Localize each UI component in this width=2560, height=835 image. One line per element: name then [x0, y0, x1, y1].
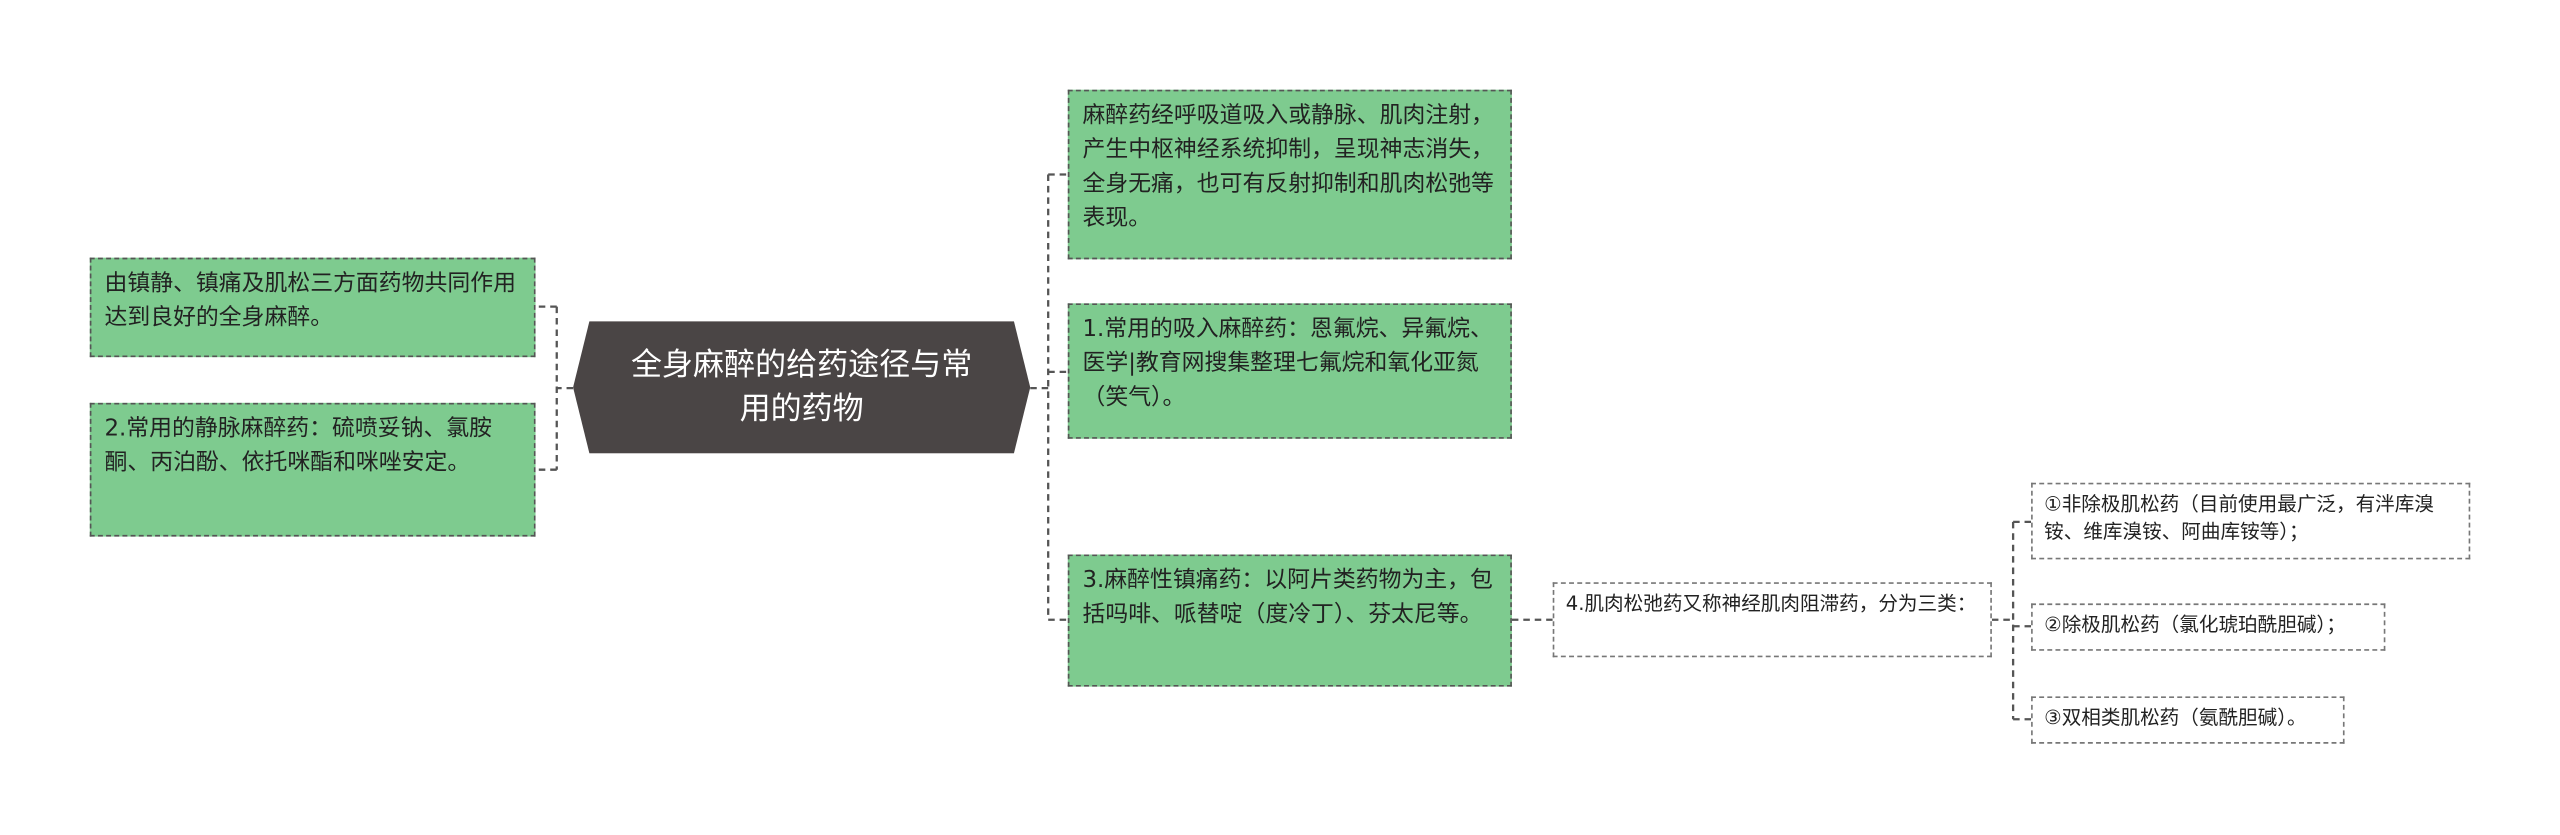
right-node-1-text: 麻醉药经呼吸道吸入或静脉、肌肉注射，产生中枢神经系统抑制，呈现神志消失，全身无痛…: [1082, 102, 1494, 232]
right-node-3[interactable]: 3.麻醉性镇痛药：以阿片类药物为主，包括吗啡、哌替啶（度冷丁）、芬太尼等。: [1067, 554, 1512, 687]
leaf-node-3[interactable]: ③双相类肌松药（氨酰胆碱）。: [2031, 696, 2345, 744]
left-node-2-text: 2.常用的静脉麻醉药：硫喷妥钠、氯胺酮、丙泊酚、依托咪酯和咪唑安定。: [104, 415, 493, 477]
right-node-1[interactable]: 麻醉药经呼吸道吸入或静脉、肌肉注射，产生中枢神经系统抑制，呈现神志消失，全身无痛…: [1067, 89, 1512, 260]
sub-node-text: 4.肌肉松弛药又称神经肌肉阻滞药，分为三类：: [1565, 592, 1977, 615]
left-node-2[interactable]: 2.常用的静脉麻醉药：硫喷妥钠、氯胺酮、丙泊酚、依托咪酯和咪唑安定。: [89, 402, 536, 537]
root-title: 全身麻醉的给药途径与常用的药物: [631, 346, 973, 427]
right-node-3-text: 3.麻醉性镇痛药：以阿片类药物为主，包括吗啡、哌替啶（度冷丁）、芬太尼等。: [1082, 567, 1493, 628]
leaf-node-2[interactable]: ②除极肌松药（氯化琥珀酰胆碱）；: [2031, 603, 2386, 651]
leaf-node-2-text: ②除极肌松药（氯化琥珀酰胆碱）；: [2044, 613, 2346, 637]
root-node[interactable]: 全身麻醉的给药途径与常用的药物: [573, 321, 1031, 454]
right-node-2[interactable]: 1.常用的吸入麻醉药：恩氟烷、异氟烷、医学|教育网搜集整理七氟烷和氧化亚氮（笑气…: [1067, 303, 1512, 439]
sub-node-muscle-relaxants[interactable]: 4.肌肉松弛药又称神经肌肉阻滞药，分为三类：: [1552, 582, 1992, 658]
leaf-node-1[interactable]: ①非除极肌松药（目前使用最广泛，有泮库溴铵、维库溴铵、阿曲库铵等）；: [2031, 482, 2471, 560]
root-shape: [573, 321, 1031, 454]
right-node-2-text: 1.常用的吸入麻醉药：恩氟烷、异氟烷、医学|教育网搜集整理七氟烷和氧化亚氮（笑气…: [1082, 316, 1493, 411]
leaf-node-1-text: ①非除极肌松药（目前使用最广泛，有泮库溴铵、维库溴铵、阿曲库铵等）；: [2044, 492, 2434, 544]
leaf-node-3-text: ③双相类肌松药（氨酰胆碱）。: [2044, 706, 2307, 730]
left-node-1[interactable]: 由镇静、镇痛及肌松三方面药物共同作用达到良好的全身麻醉。: [89, 257, 536, 358]
left-node-1-text: 由镇静、镇痛及肌松三方面药物共同作用达到良好的全身麻醉。: [104, 270, 516, 332]
